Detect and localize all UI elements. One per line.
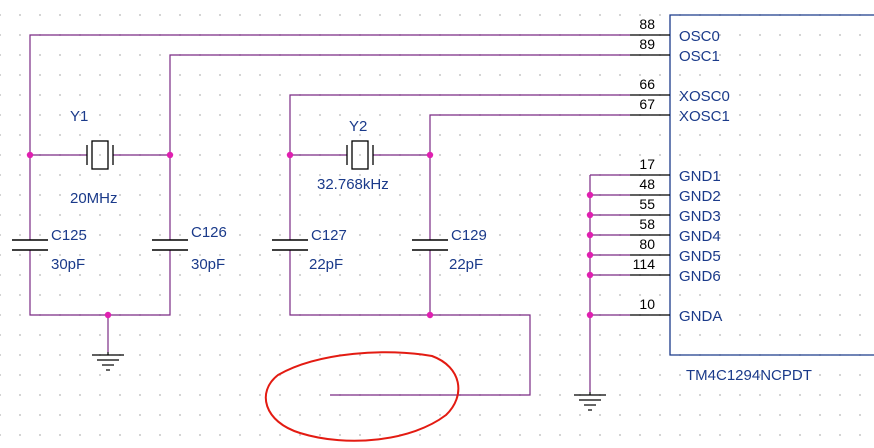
crystal-icon (87, 141, 113, 169)
crystal-value: 32.768kHz (317, 176, 389, 193)
capacitor-icon (412, 240, 448, 250)
pin-number: 48 (639, 176, 655, 192)
crystal-ref: Y2 (349, 118, 367, 135)
junction-dot (587, 312, 593, 318)
capacitor-value: 30pF (191, 256, 225, 273)
wire-xosc0 (290, 95, 630, 240)
wire-osc0 (30, 35, 630, 240)
capacitor-ref: C126 (191, 224, 227, 241)
pin-number: 17 (639, 156, 655, 172)
pin-name: OSC0 (679, 28, 720, 45)
capacitor-ref: C127 (311, 227, 347, 244)
crystal-value: 20MHz (70, 190, 118, 207)
junction-dot (427, 312, 433, 318)
pin-name: GNDA (679, 308, 722, 325)
junction-dot (587, 272, 593, 278)
pin-number: 58 (639, 216, 655, 232)
crystal-icon (347, 141, 373, 169)
capacitor-c126[interactable]: C126 30pF (152, 224, 227, 273)
wire-xosc1 (430, 115, 630, 240)
capacitor-ref: C129 (451, 227, 487, 244)
junction-dot (27, 152, 33, 158)
ic-body-outline (670, 15, 874, 355)
capacitor-icon (152, 240, 188, 250)
pin-name: GND1 (679, 168, 721, 185)
pin-number: 66 (639, 76, 655, 92)
pin-number: 114 (633, 256, 656, 272)
pin-number: 80 (639, 236, 655, 252)
crystal-ref: Y1 (70, 108, 88, 125)
capacitor-icon (272, 240, 308, 250)
capacitor-value: 30pF (51, 256, 85, 273)
pin-number: 10 (639, 296, 655, 312)
capacitor-ref: C125 (51, 227, 87, 244)
capacitor-value: 22pF (309, 256, 343, 273)
ground-icon (574, 392, 606, 410)
ic-part-number: TM4C1294NCPDT (686, 367, 812, 384)
capacitor-c129[interactable]: C129 22pF (412, 227, 487, 273)
junction-dot (167, 152, 173, 158)
pin-number: 89 (639, 36, 655, 52)
junctions (27, 152, 593, 318)
pin-name: XOSC0 (679, 88, 730, 105)
junction-dot (105, 312, 111, 318)
red-annotation-circle (266, 352, 459, 441)
capacitor-c127[interactable]: C127 22pF (272, 227, 347, 273)
wire-osc1 (170, 55, 630, 240)
capacitor-icon (12, 240, 48, 250)
junction-dot (587, 252, 593, 258)
junction-dot (287, 152, 293, 158)
pin-name: GND4 (679, 228, 721, 245)
capacitor-c125[interactable]: C125 30pF (12, 227, 87, 273)
crystal-y1[interactable]: Y1 20MHz (70, 108, 118, 207)
junction-dot (587, 192, 593, 198)
junction-dot (427, 152, 433, 158)
pin-name: GND6 (679, 268, 721, 285)
junction-dot (587, 212, 593, 218)
wires (30, 35, 630, 395)
junction-dot (587, 232, 593, 238)
pin-number: 55 (639, 196, 655, 212)
pin-name: GND5 (679, 248, 721, 265)
pin-number: 67 (639, 96, 655, 112)
ic-pin-names: OSC0 OSC1 XOSC0 XOSC1 GND1 GND2 GND3 GND… (679, 28, 730, 325)
pin-name: GND3 (679, 208, 721, 225)
pin-number: 88 (639, 16, 655, 32)
ground-icon (92, 352, 124, 370)
capacitor-value: 22pF (449, 256, 483, 273)
pin-name: GND2 (679, 188, 721, 205)
pin-name: OSC1 (679, 48, 720, 65)
pin-name: XOSC1 (679, 108, 730, 125)
ic-pin-numbers: 88 89 66 67 17 48 55 58 80 114 10 (633, 16, 656, 312)
